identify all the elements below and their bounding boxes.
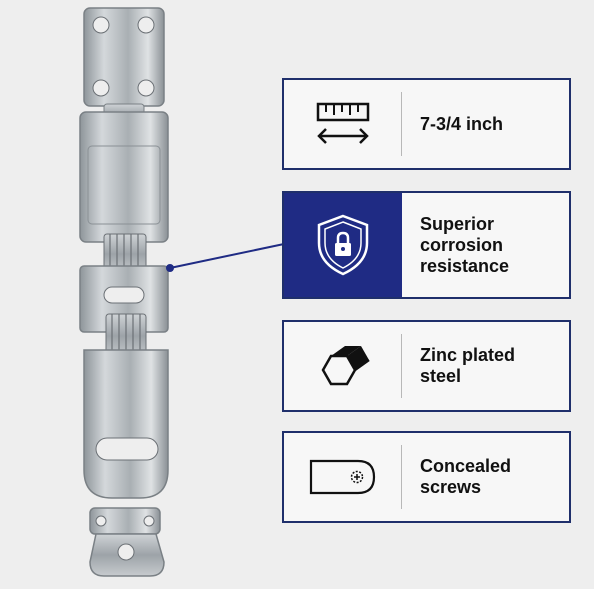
feature-label: 7-3/4 inch <box>402 114 569 135</box>
concealed-screw-icon <box>309 459 376 495</box>
feature-label-line: Superior <box>420 213 495 234</box>
staple-plate <box>89 507 165 577</box>
feature-label: Zinc plated steel <box>402 345 569 387</box>
feature-card-material: Zinc plated steel <box>282 320 571 412</box>
feature-connector <box>166 243 285 272</box>
icon-box <box>284 80 402 168</box>
feature-label: Concealed screws <box>402 456 569 498</box>
feature-label-line: 7-3/4 inch <box>420 113 504 134</box>
top-plate <box>83 7 165 127</box>
icon-box <box>284 433 402 521</box>
feature-label-line: corrosion <box>420 234 504 255</box>
hasp-body <box>79 111 169 499</box>
feature-card-length: 7-3/4 inch <box>282 78 571 170</box>
hex-bar-icon <box>321 346 370 386</box>
feature-label-line: Zinc plated <box>420 345 516 365</box>
icon-box <box>284 322 402 410</box>
ruler-icon <box>316 102 370 144</box>
feature-label-line: Concealed <box>420 456 512 476</box>
feature-card-screws: Concealed screws <box>282 431 571 523</box>
feature-label: Superior corrosion resistance <box>402 214 569 277</box>
shield-lock-icon <box>317 214 369 276</box>
icon-box <box>284 193 402 297</box>
feature-label-line: resistance <box>420 255 510 276</box>
feature-label-line: screws <box>420 477 482 497</box>
feature-label-line: steel <box>420 366 462 386</box>
feature-card-corrosion: Superior corrosion resistance <box>282 191 571 299</box>
